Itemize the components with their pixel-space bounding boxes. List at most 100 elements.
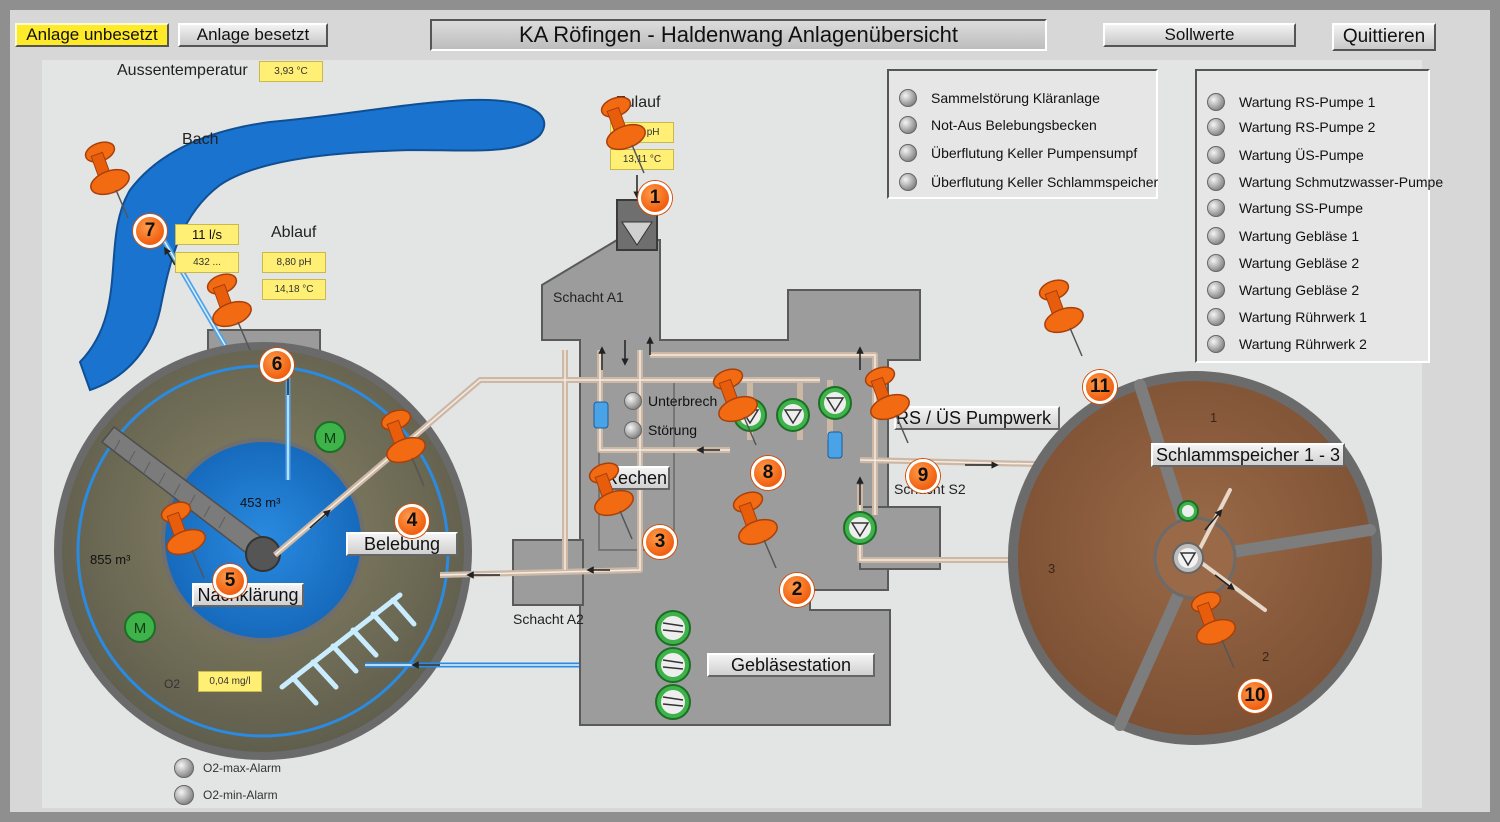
status-lamp (624, 421, 642, 439)
status-lamp (1207, 146, 1225, 164)
maintenance-alarm-item-label: Wartung ÜS-Pumpe (1239, 147, 1364, 163)
maintenance-alarm-item-label: Wartung Gebläse 2 (1239, 282, 1360, 298)
maintenance-alarm-item: Wartung Rührwerk 2 (1207, 335, 1367, 353)
stoerung-label: Störung (648, 422, 698, 438)
zulauf-ph-value: 7,20 pH (610, 122, 674, 143)
anlage-besetzt-button[interactable]: Anlage besetzt (178, 23, 328, 47)
sollwerte-button[interactable]: Sollwerte (1103, 23, 1296, 47)
status-lamp (1207, 281, 1225, 299)
maintenance-alarm-item: Wartung Gebläse 2 (1207, 281, 1359, 299)
o2-max-alarm: O2-max-Alarm (174, 758, 281, 778)
status-lamp (1207, 118, 1225, 136)
ablauf-temp-value: 14,18 °C (262, 279, 326, 300)
ablauf-ph-value: 8,80 pH (262, 252, 326, 273)
o2-min-alarm-label: O2-min-Alarm (203, 788, 278, 802)
motor-icon[interactable]: M (314, 421, 346, 453)
volume-outer-label: 855 m³ (90, 552, 131, 567)
schlammspeicher-tag[interactable]: Schlammspeicher 1 - 3 (1151, 443, 1345, 467)
schacht-a1-label: Schacht A1 (553, 289, 624, 305)
status-lamp (1207, 308, 1225, 326)
status-lamp (899, 116, 917, 134)
anlage-unbesetzt-button[interactable]: Anlage unbesetzt (15, 23, 169, 47)
status-lamp (624, 392, 642, 410)
blower-icon[interactable] (655, 610, 691, 646)
plant-alarm-panel (887, 69, 1158, 199)
nachklaerung-tag[interactable]: Nachklärung (192, 583, 304, 607)
schacht-s2-label: Schacht S2 (894, 481, 966, 497)
quittieren-button[interactable]: Quittieren (1332, 23, 1436, 51)
maintenance-alarm-item: Wartung ÜS-Pumpe (1207, 146, 1364, 164)
page-title: KA Röfingen - Haldenwang Anlagenübersich… (430, 19, 1047, 51)
plant-diagram: M M (54, 98, 1382, 760)
rechen-tag[interactable]: Rechen (602, 466, 670, 490)
pumpwerk-tag[interactable]: RS / ÜS Pumpwerk (894, 406, 1060, 430)
volume-inner-label: 453 m³ (240, 495, 281, 510)
aeration-grid (279, 592, 417, 706)
maintenance-alarm-item-label: Wartung Rührwerk 1 (1239, 309, 1367, 325)
blower-icon[interactable] (655, 647, 691, 683)
maintenance-alarm-item: Wartung RS-Pumpe 2 (1207, 118, 1375, 136)
maintenance-alarm-item-label: Wartung Gebläse 1 (1239, 228, 1360, 244)
maintenance-alarm-item-label: Wartung Rührwerk 2 (1239, 336, 1367, 352)
maintenance-alarm-item-label: Wartung SS-Pumpe (1239, 200, 1363, 216)
status-lamp (1207, 254, 1225, 272)
maintenance-alarm-item: Wartung SS-Pumpe (1207, 199, 1363, 217)
aussentemperatur-value: 3,93 °C (259, 61, 323, 82)
status-lamp (899, 144, 917, 162)
plant-alarm-item-label: Überflutung Keller Pumpensumpf (931, 145, 1138, 161)
pump-icon[interactable] (733, 398, 767, 432)
bach-stream (78, 98, 546, 392)
blower-icon[interactable] (655, 684, 691, 720)
status-lamp (1207, 93, 1225, 111)
pump-icon[interactable] (1177, 500, 1199, 522)
plant-alarm-item: Not-Aus Belebungsbecken (899, 116, 1097, 134)
svg-text:M: M (324, 430, 337, 447)
plant-alarm-item: Überflutung Keller Schlammspeicher (899, 173, 1158, 191)
flowmeter-icon (593, 401, 609, 429)
pump-icon[interactable] (818, 386, 852, 420)
o2-max-alarm-label: O2-max-Alarm (203, 761, 282, 775)
maintenance-alarm-item: Wartung Gebläse 1 (1207, 227, 1359, 245)
o2-value: 0,04 mg/l (198, 671, 262, 692)
o2-label: O2 (164, 677, 181, 691)
geblaesestation-tag[interactable]: Gebläsestation (707, 653, 875, 677)
pump-icon[interactable] (776, 398, 810, 432)
plant-alarm-item: Sammelstörung Kläranlage (899, 89, 1100, 107)
pump-icon[interactable] (1172, 542, 1204, 574)
plant-alarm-item: Überflutung Keller Pumpensumpf (899, 144, 1137, 162)
sector-label-2: 2 (1262, 649, 1270, 664)
ablauf-flow-value: 11 l/s (175, 224, 239, 245)
plant-alarm-item-label: Not-Aus Belebungsbecken (931, 117, 1097, 133)
ablauf-flow2-value: 432 ... (175, 252, 239, 273)
ablauf-label: Ablauf (271, 224, 317, 241)
plant-alarm-item-label: Überflutung Keller Schlammspeicher (931, 174, 1159, 190)
maintenance-alarm-item: Wartung Schmutzwasser-Pumpe (1207, 173, 1443, 191)
maintenance-alarm-item-label: Wartung Schmutzwasser-Pumpe (1239, 174, 1444, 190)
sector-label-3: 3 (1048, 561, 1056, 576)
central-building (541, 239, 921, 726)
maintenance-alarm-item: Wartung Rührwerk 1 (1207, 308, 1367, 326)
bach-label: Bach (182, 131, 219, 148)
flowmeter-icon (827, 431, 843, 459)
o2-min-alarm: O2-min-Alarm (174, 785, 278, 805)
pump-icon[interactable] (843, 511, 877, 545)
svg-text:M: M (134, 620, 147, 637)
status-lamp (1207, 335, 1225, 353)
status-lamp (1207, 199, 1225, 217)
zulauf-temp-value: 13,11 °C (610, 149, 674, 170)
status-lamp (899, 89, 917, 107)
schacht-a2-label: Schacht A2 (513, 611, 584, 627)
status-lamp (174, 758, 194, 778)
status-lamp (174, 785, 194, 805)
maintenance-alarm-item: Wartung Gebläse 2 (1207, 254, 1359, 272)
maintenance-alarm-item: Wartung RS-Pumpe 1 (1207, 93, 1375, 111)
unterbrech-label: Unterbrech (648, 393, 718, 409)
status-lamp (1207, 173, 1225, 191)
plant-alarm-item-label: Sammelstörung Kläranlage (931, 90, 1100, 106)
maintenance-alarm-item-label: Wartung Gebläse 2 (1239, 255, 1360, 271)
maintenance-alarm-item-label: Wartung RS-Pumpe 2 (1239, 119, 1376, 135)
belebung-tag[interactable]: Belebung (346, 532, 458, 556)
motor-icon[interactable]: M (124, 611, 156, 643)
zulauf-label: Zulauf (616, 94, 661, 111)
maintenance-alarm-panel (1195, 69, 1430, 363)
